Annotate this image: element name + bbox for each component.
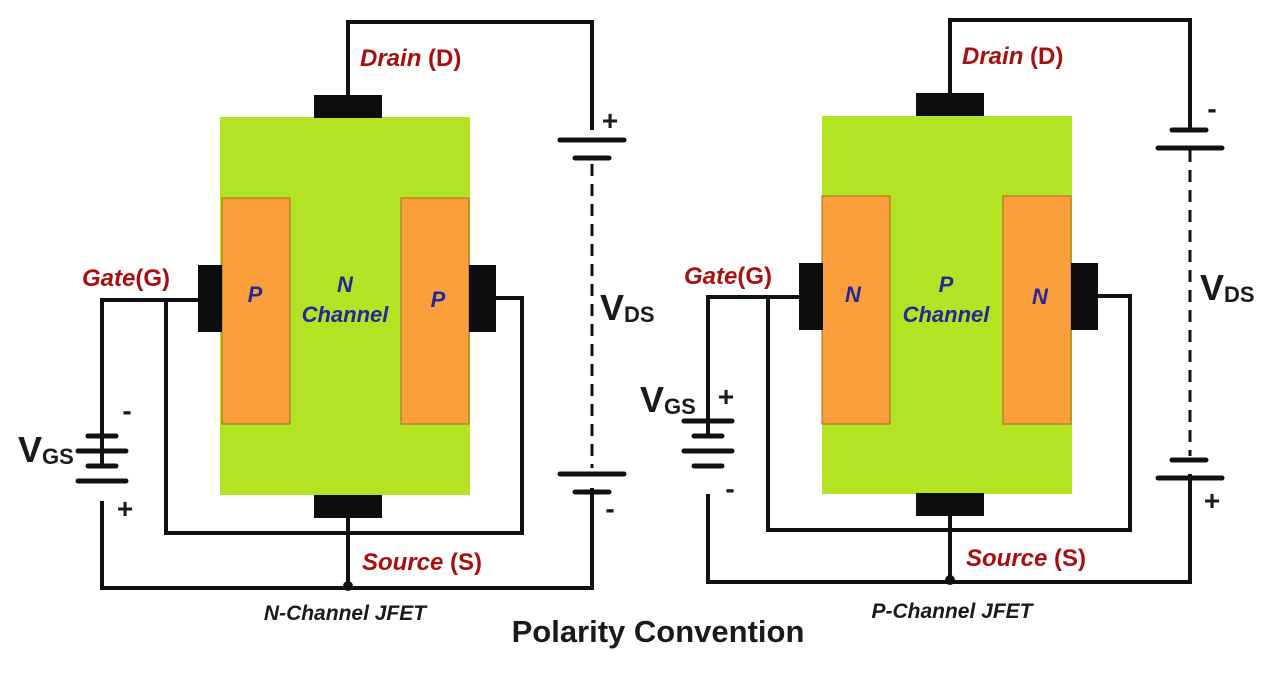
p-vds-top-sign: - <box>1207 93 1216 124</box>
p-channel-letter: P <box>939 272 954 297</box>
n-gate-label: Gate(G) <box>82 265 170 292</box>
n-vds-battery-bottom <box>557 471 627 495</box>
n-junction-dot <box>343 581 353 591</box>
n-vds-bottom-sign: - <box>605 493 614 524</box>
n-vds-label: VDS <box>600 287 655 328</box>
p-gate-left-wire <box>706 295 804 436</box>
n-source-terminal <box>314 495 382 518</box>
p-source-label: Source (S) <box>966 545 1086 572</box>
p-right-n-region <box>1002 195 1072 425</box>
n-channel-letter: N <box>337 272 354 297</box>
p-vds-battery-top <box>1155 127 1225 151</box>
p-left-n-region <box>821 195 891 425</box>
p-source-terminal <box>916 493 984 516</box>
p-drain-wire <box>948 18 1192 132</box>
n-vgs-battery <box>75 433 129 484</box>
diagram-title: Polarity Convention <box>512 614 805 649</box>
n-channel-caption: N-Channel JFET <box>264 602 428 625</box>
n-left-p-region <box>221 197 291 425</box>
n-drain-label: Drain (D) <box>360 45 461 72</box>
n-gate-tie-wire <box>164 296 524 535</box>
n-gate-terminal-right <box>469 265 496 332</box>
n-gate-terminal-left <box>198 265 222 332</box>
p-left-region-letter: N <box>845 282 862 307</box>
n-gate-left-wire <box>100 298 202 467</box>
n-left-region-letter: P <box>248 282 263 307</box>
p-vds-label: VDS <box>1200 267 1255 308</box>
n-channel-jfet: Drain (D) Source (S) Gate(G) P P N Chann… <box>18 20 655 625</box>
p-drain-label: Drain (D) <box>962 43 1063 70</box>
p-vgs-label: VGS <box>640 379 696 420</box>
n-drain-wire <box>346 20 594 130</box>
p-vgs-battery <box>681 418 735 469</box>
p-drain-terminal <box>916 93 984 116</box>
p-channel-jfet: Drain (D) Source (S) Gate(G) N N P Chann… <box>640 18 1255 623</box>
n-vgs-bottom-sign: + <box>117 493 133 524</box>
p-junction-dot <box>945 575 955 585</box>
p-channel-word: Channel <box>903 302 991 327</box>
p-right-region-letter: N <box>1032 284 1049 309</box>
p-gate-label: Gate(G) <box>684 263 772 290</box>
n-vds-top-sign: + <box>602 105 618 136</box>
p-gate-terminal-right <box>1071 263 1098 330</box>
n-vds-battery-top <box>557 137 627 161</box>
p-gate-tie-wire <box>766 294 1132 532</box>
n-source-label: Source (S) <box>362 549 482 576</box>
p-vds-battery-bottom <box>1155 457 1225 481</box>
p-gate-terminal-left <box>799 263 823 330</box>
p-vds-bottom-sign: + <box>1204 485 1220 516</box>
n-channel-word: Channel <box>302 302 390 327</box>
n-vgs-label: VGS <box>18 429 74 470</box>
p-vgs-bottom-sign: - <box>725 473 734 504</box>
n-vgs-top-sign: - <box>122 395 131 426</box>
p-channel-caption: P-Channel JFET <box>871 600 1034 623</box>
n-right-region-letter: P <box>431 287 446 312</box>
n-drain-terminal <box>314 95 382 118</box>
p-vgs-top-sign: + <box>718 381 734 412</box>
